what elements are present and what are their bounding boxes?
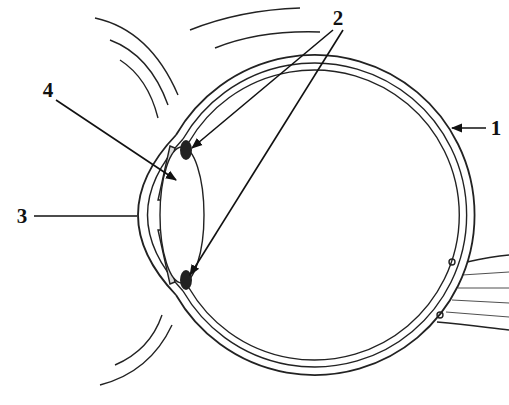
callout-number: 1: [491, 118, 502, 139]
leader-lines: [34, 30, 486, 275]
callout-number: 2: [333, 8, 344, 29]
callout-number: 4: [43, 80, 54, 101]
eye-outline: [95, 8, 509, 385]
ciliary-body: [180, 140, 192, 160]
ciliary-body: [180, 270, 192, 290]
callout-number: 3: [17, 206, 28, 227]
